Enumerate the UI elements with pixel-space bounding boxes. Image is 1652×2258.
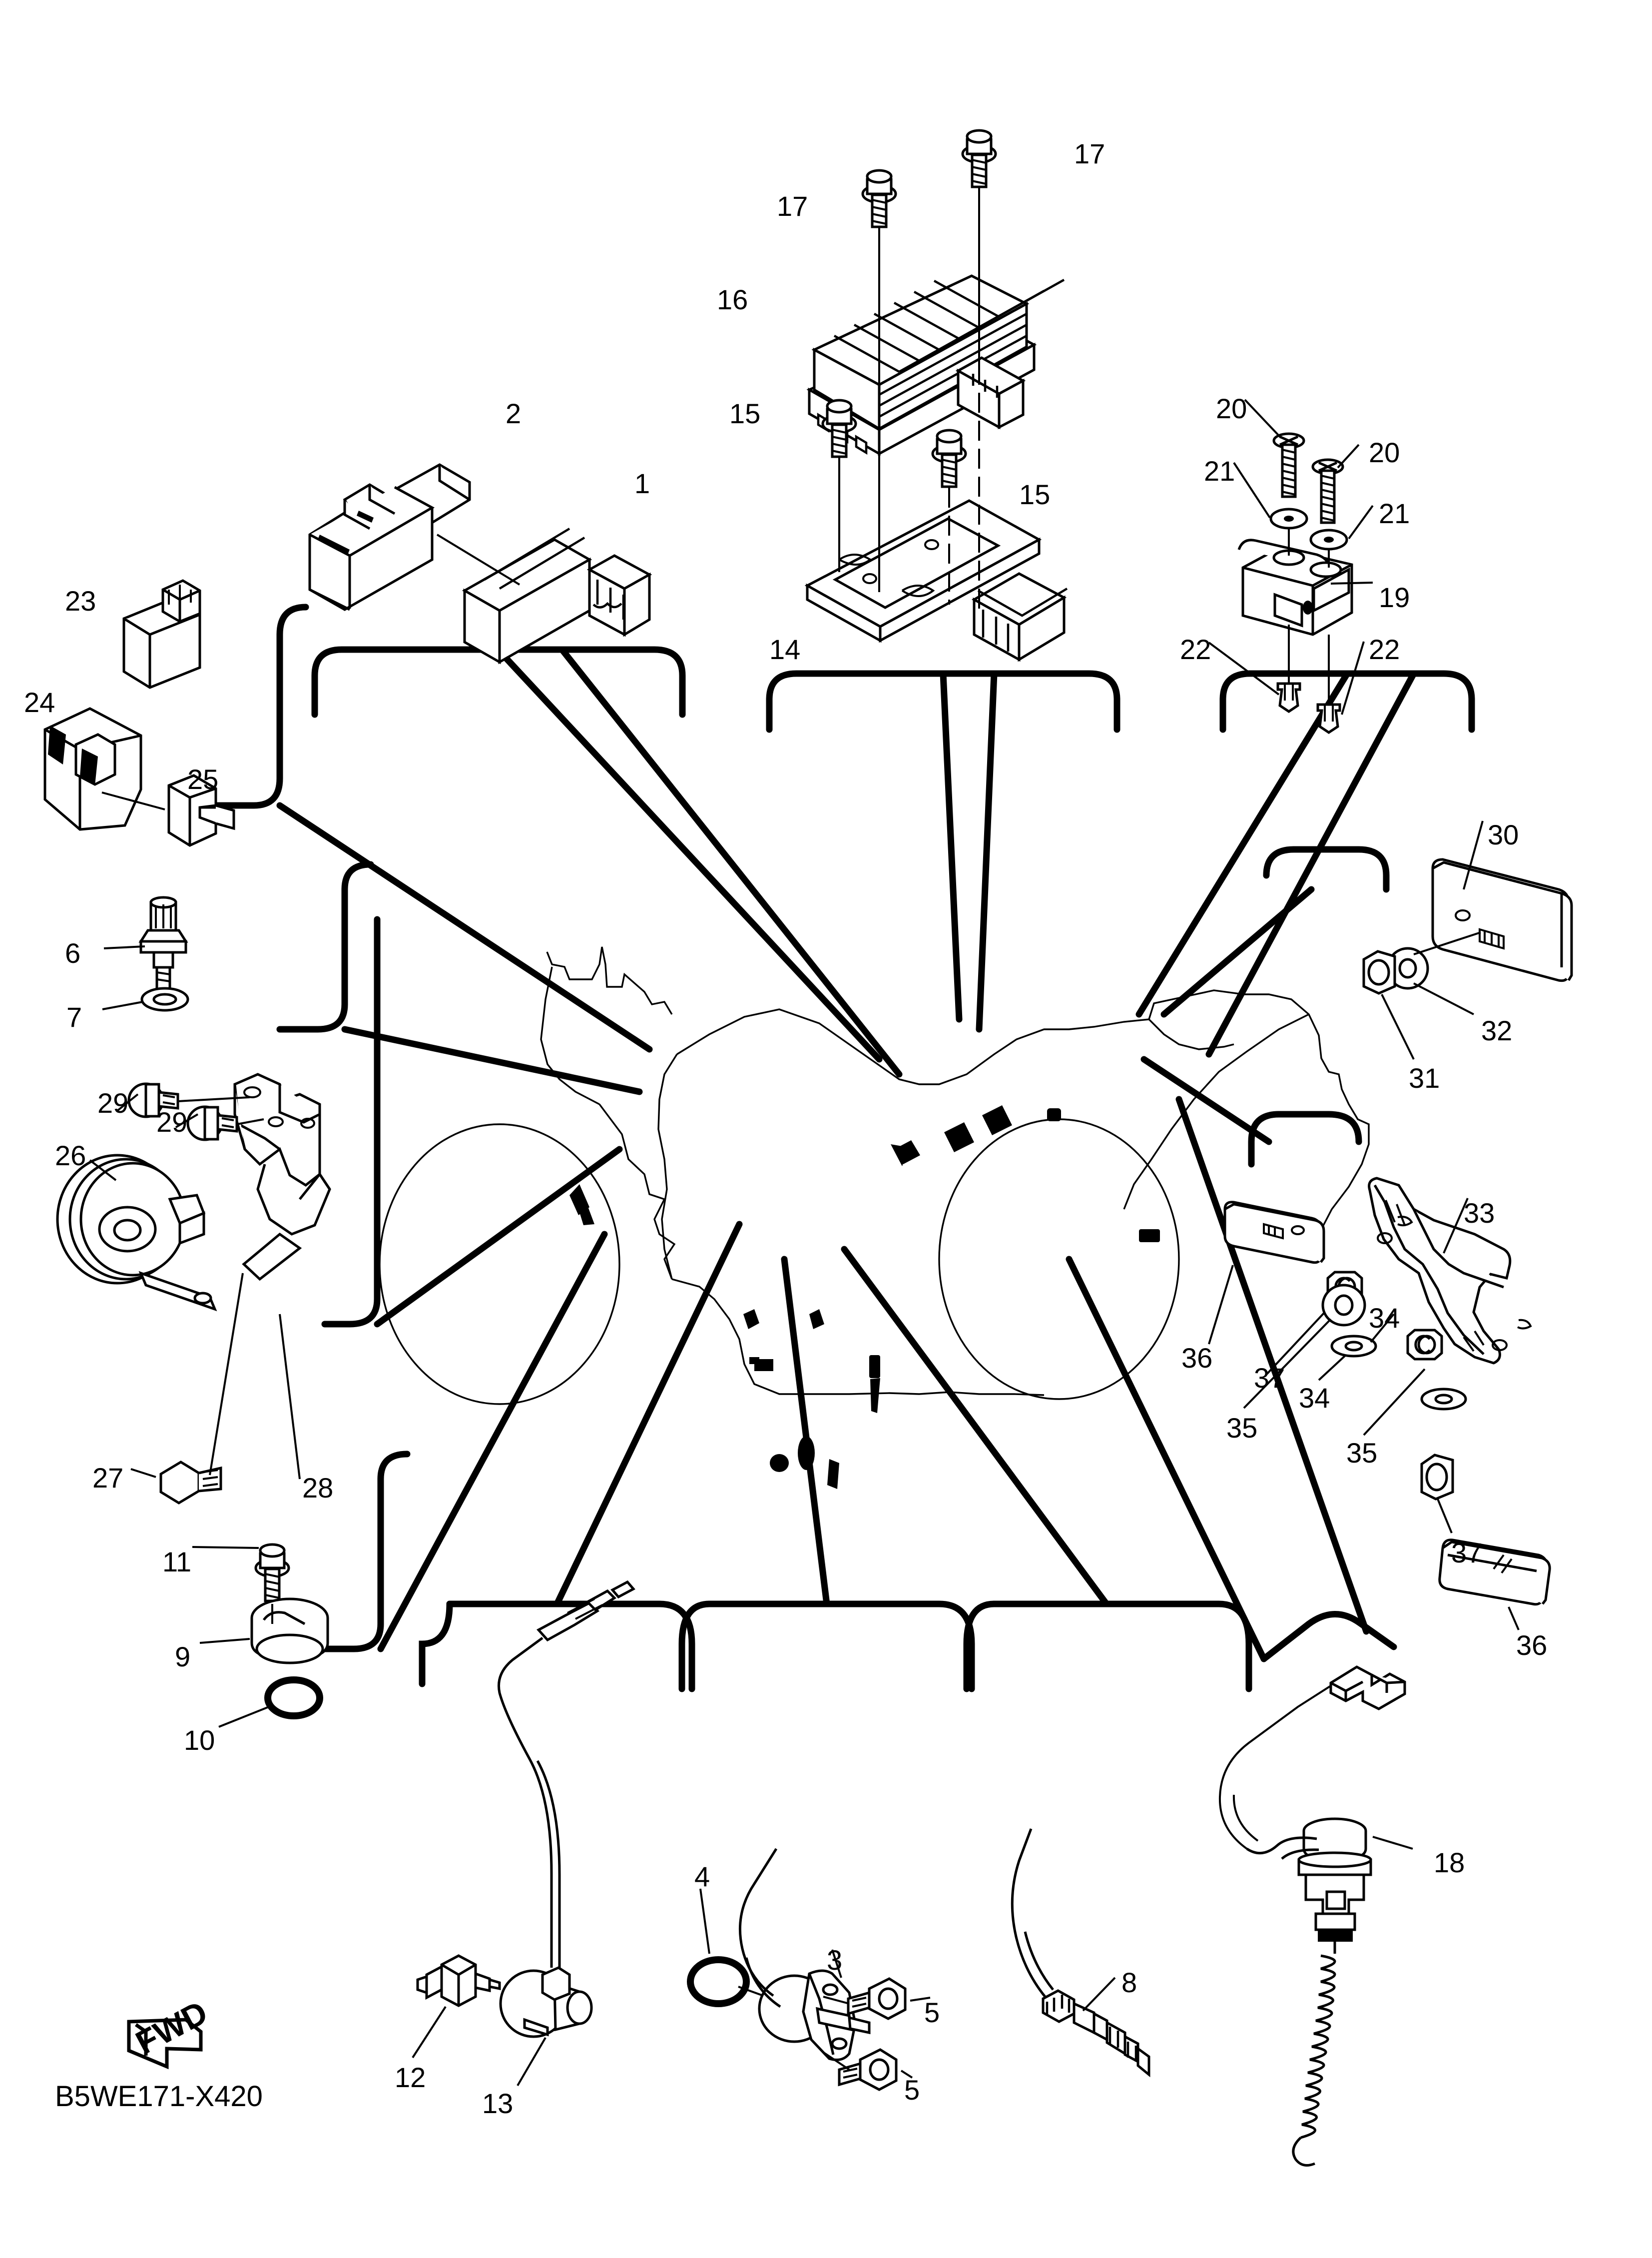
callout-34a: 34	[1369, 1302, 1400, 1334]
callout-25: 25	[187, 763, 219, 795]
callout-35b: 35	[1346, 1437, 1378, 1469]
callout-14: 14	[769, 634, 801, 665]
callout-21a: 21	[1204, 455, 1235, 487]
callout-29a: 29	[97, 1087, 129, 1119]
callout-6: 6	[65, 937, 81, 969]
callout-28: 28	[302, 1472, 334, 1504]
callout-23: 23	[65, 585, 96, 617]
callout-32: 32	[1481, 1015, 1513, 1046]
callout-18: 18	[1434, 1847, 1465, 1878]
callout-17a: 17	[1074, 138, 1105, 169]
callout-33: 33	[1464, 1197, 1495, 1229]
callout-7: 7	[66, 1001, 82, 1033]
callout-17b: 17	[777, 190, 808, 222]
callout-29b: 29	[156, 1106, 188, 1138]
callout-37b: 37	[1451, 1537, 1483, 1568]
callout-8: 8	[1121, 1967, 1137, 1998]
callout-5a: 5	[924, 1997, 940, 2028]
callout-24: 24	[24, 687, 55, 718]
callout-35a: 35	[1226, 1412, 1258, 1444]
callout-34b: 34	[1299, 1382, 1330, 1414]
callout-22a: 22	[1180, 634, 1211, 665]
callout-19: 19	[1379, 582, 1410, 613]
callout-15b: 15	[1019, 479, 1051, 510]
callout-16: 16	[717, 284, 748, 315]
callout-2: 2	[506, 398, 522, 429]
callout-31: 31	[1409, 1062, 1440, 1094]
callout-13: 13	[482, 2088, 514, 2119]
callout-10: 10	[184, 1724, 215, 1756]
callout-26: 26	[55, 1140, 86, 1171]
callout-22b: 22	[1369, 634, 1400, 665]
callout-20a: 20	[1216, 393, 1247, 424]
callout-3: 3	[827, 1944, 843, 1976]
callout-27: 27	[92, 1462, 124, 1494]
drawing-reference-code: B5WE171-X420	[55, 2080, 263, 2113]
callout-30: 30	[1488, 819, 1519, 850]
callout-15a: 15	[729, 398, 761, 429]
callout-21b: 21	[1379, 498, 1410, 529]
callout-9: 9	[175, 1641, 191, 1672]
callout-37a: 37	[1254, 1362, 1285, 1394]
callout-5b: 5	[904, 2074, 920, 2106]
callout-4: 4	[694, 1861, 710, 1892]
callout-20b: 20	[1369, 437, 1400, 468]
callout-1: 1	[634, 468, 650, 499]
callout-11: 11	[162, 1546, 192, 1577]
callout-36b: 36	[1516, 1629, 1548, 1661]
callout-12: 12	[395, 2062, 426, 2093]
callout-36a: 36	[1181, 1342, 1213, 1374]
